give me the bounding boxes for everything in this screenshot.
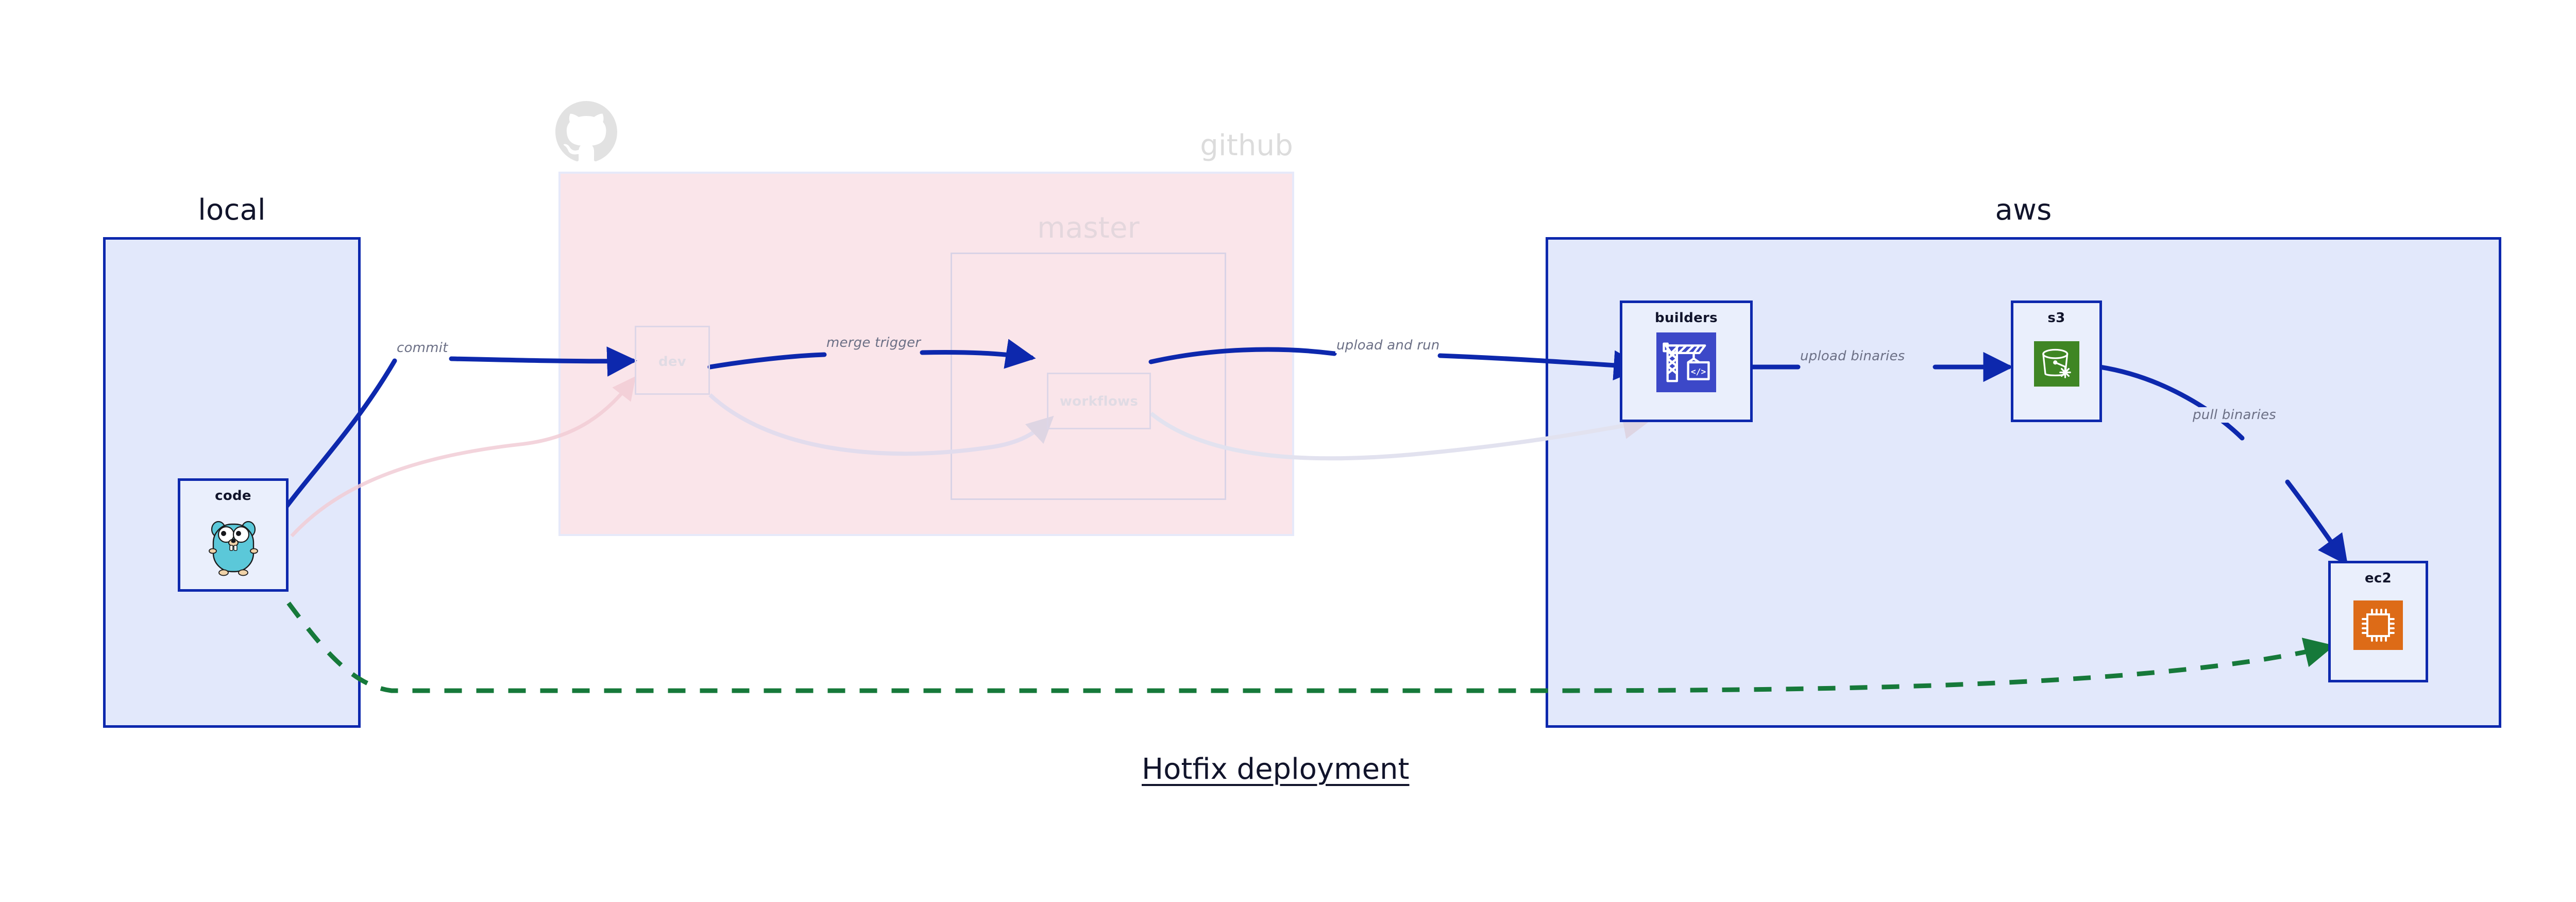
aws-cpu-icon	[2353, 600, 2403, 652]
edge-dim-workflows-builders	[1149, 411, 1650, 461]
node-s3-label: s3	[2047, 310, 2065, 326]
edge-dim-code-dev	[290, 376, 636, 538]
node-workflows-label: workflows	[1059, 394, 1139, 409]
group-master[interactable]	[951, 253, 1226, 500]
node-builders-label: builders	[1655, 310, 1718, 326]
diagram-title: Hotfix deployment	[1142, 753, 1410, 786]
node-code[interactable]: code	[178, 478, 289, 592]
edge-label-commit: commit	[396, 340, 449, 356]
group-label-master: master	[1037, 211, 1140, 245]
edge-dim-dev-workflows	[708, 393, 1054, 456]
svg-text:</>: </>	[1691, 367, 1706, 377]
group-label-local: local	[198, 193, 266, 227]
node-dev[interactable]: dev	[635, 326, 710, 395]
edge-label-pull-binaries: pull binaries	[2192, 407, 2277, 423]
node-code-label: code	[215, 488, 251, 504]
aws-crane-icon: </>	[1656, 332, 1716, 394]
edge-label-upload-binaries: upload binaries	[1799, 348, 1906, 364]
edge-label-upload-and-run: upload and run	[1335, 338, 1441, 353]
edge-merge-trigger[interactable]	[707, 339, 1036, 370]
node-s3[interactable]: s3	[2011, 300, 2102, 422]
edge-dashed-code-ec2[interactable]	[286, 602, 2335, 693]
node-workflows[interactable]: workflows	[1047, 373, 1151, 429]
edge-label-merge-trigger: merge trigger	[825, 335, 922, 350]
edge-commit[interactable]	[274, 346, 637, 523]
node-builders[interactable]: builders <	[1620, 300, 1753, 422]
group-label-github: github	[1200, 129, 1293, 162]
edge-upload-and-run[interactable]	[1148, 347, 1644, 380]
github-octocat-icon	[555, 101, 617, 163]
aws-bucket-icon	[2033, 341, 2079, 389]
go-gopher-icon	[205, 517, 262, 580]
node-ec2-label: ec2	[2364, 571, 2392, 586]
node-ec2[interactable]: ec2	[2328, 561, 2428, 682]
group-label-aws: aws	[1995, 193, 2052, 227]
edge-pull-binaries[interactable]	[2097, 364, 2348, 566]
node-dev-label: dev	[658, 354, 687, 370]
